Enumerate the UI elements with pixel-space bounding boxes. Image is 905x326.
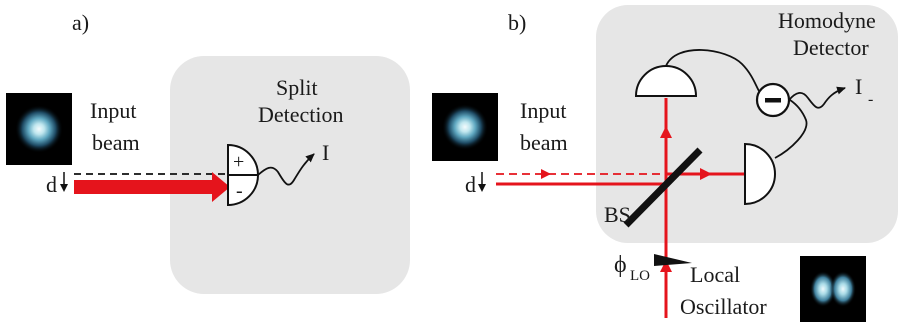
plus-sign: + bbox=[233, 151, 244, 173]
phase-wedge-icon bbox=[654, 254, 692, 266]
minus-sign: - bbox=[236, 180, 243, 202]
split-detection-area bbox=[170, 56, 410, 294]
subtractor-minus-icon bbox=[765, 98, 781, 103]
input-beam-b-label-2: beam bbox=[520, 130, 568, 155]
local-oscillator-label-2: Oscillator bbox=[680, 294, 767, 319]
output-I-b-label: I bbox=[855, 74, 862, 99]
local-oscillator-label-1: Local bbox=[690, 262, 740, 287]
split-detector bbox=[227, 143, 259, 207]
displacement-arrow-b bbox=[478, 172, 486, 192]
dashed-line-arrowhead bbox=[541, 169, 551, 179]
signal-squiggle bbox=[257, 153, 315, 186]
displacement-arrow bbox=[60, 172, 68, 192]
right-detector bbox=[744, 142, 776, 206]
top-detector bbox=[634, 65, 698, 97]
transmitted-beam-arrowhead bbox=[700, 168, 712, 180]
output-I-b-subscript: - bbox=[868, 91, 873, 108]
beamsplitter-label: BS bbox=[604, 202, 631, 227]
input-beam-b-label-1: Input bbox=[520, 98, 566, 123]
input-beam-label-1: Input bbox=[90, 98, 136, 123]
signal-squiggle-b bbox=[788, 86, 846, 109]
beamsplitter bbox=[623, 147, 703, 228]
wire-top-detector bbox=[665, 49, 760, 92]
panel-a-label: a) bbox=[72, 10, 89, 35]
panel-a: a) Split Detection Input beam d + - bbox=[6, 10, 410, 294]
phase-subscript: LO bbox=[630, 268, 650, 284]
gaussian-beam-spot bbox=[15, 105, 63, 153]
split-detection-label-1: Split bbox=[276, 75, 318, 100]
homodyne-label-1: Homodyne bbox=[778, 8, 876, 33]
gaussian-beam-spot-b bbox=[442, 104, 488, 150]
split-detection-label-2: Detection bbox=[258, 102, 344, 127]
lo-beam-arrowhead-bottom bbox=[660, 260, 672, 272]
panel-b: b) Homodyne Detector Input beam d BS bbox=[432, 5, 898, 322]
displacement-label: d bbox=[46, 172, 57, 197]
input-beam-label-2: beam bbox=[92, 130, 140, 155]
homodyne-label-2: Detector bbox=[793, 35, 869, 60]
output-I-label: I bbox=[322, 140, 329, 165]
displacement-label-b: d bbox=[465, 172, 476, 197]
lo-beam-arrowhead-top bbox=[660, 126, 672, 138]
lo-mode-lobe-left bbox=[810, 271, 836, 307]
lo-mode-lobe-right bbox=[830, 271, 856, 307]
phase-symbol: ϕ bbox=[614, 252, 627, 278]
wire-right-detector bbox=[774, 99, 808, 159]
red-beam-arrow bbox=[74, 172, 230, 202]
panel-b-label: b) bbox=[508, 10, 526, 35]
